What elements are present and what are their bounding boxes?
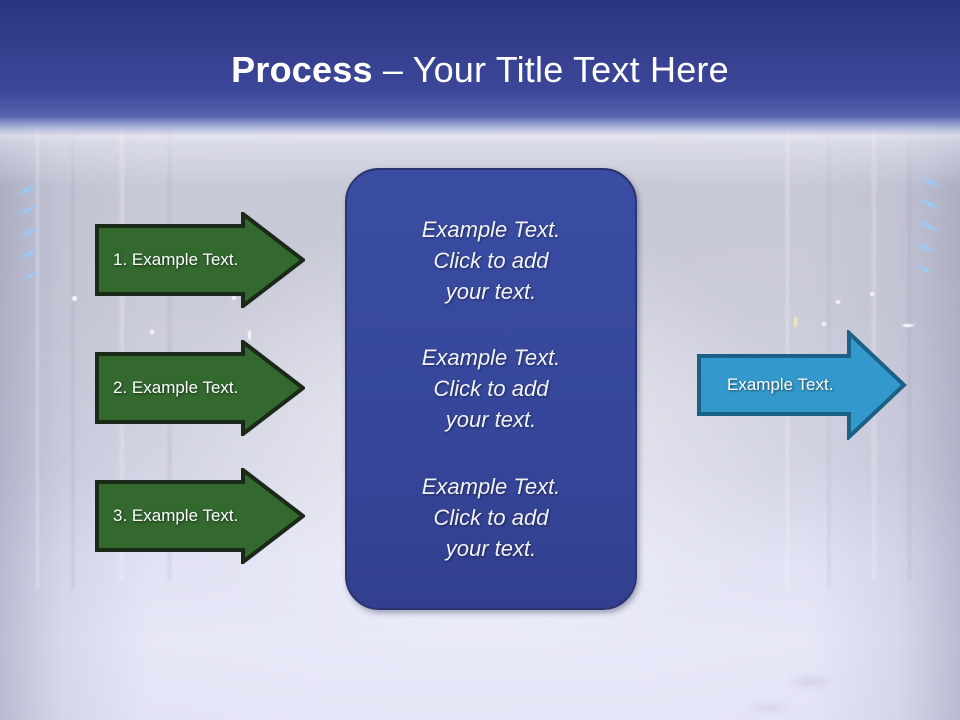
title-rest-part: Your Title Text Here bbox=[412, 49, 729, 90]
background-speck bbox=[150, 330, 154, 334]
process-content-box[interactable]: Example Text. Click to add your text. Ex… bbox=[345, 168, 637, 610]
step-arrow-3-label: 3. Example Text. bbox=[113, 506, 239, 525]
background-floor-tiles bbox=[0, 600, 960, 720]
background-speck bbox=[72, 296, 77, 301]
background-speck bbox=[902, 324, 914, 327]
background-speck bbox=[232, 296, 236, 300]
step-arrow-2-label: 2. Example Text. bbox=[113, 378, 239, 397]
step-arrow-1-label: 1. Example Text. bbox=[113, 250, 239, 269]
output-arrow[interactable]: Example Text. bbox=[697, 330, 907, 440]
step-arrow-3[interactable]: 3. Example Text. bbox=[95, 468, 305, 564]
step-arrow-1[interactable]: 1. Example Text. bbox=[95, 212, 305, 308]
arrow-right-shape-icon bbox=[95, 340, 305, 436]
page-title: Process – Your Title Text Here bbox=[0, 48, 960, 92]
arrow-right-shape-icon bbox=[95, 212, 305, 308]
output-arrow-label: Example Text. bbox=[727, 375, 834, 394]
background-speck bbox=[248, 330, 251, 340]
background-speck bbox=[836, 300, 840, 304]
step-arrow-2[interactable]: 2. Example Text. bbox=[95, 340, 305, 436]
arrow-right-shape-icon bbox=[697, 330, 907, 440]
title-bold-part: Process bbox=[231, 49, 373, 90]
background-speck bbox=[794, 316, 797, 328]
background-speck bbox=[870, 292, 874, 296]
process-paragraph-3: Example Text. Click to add your text. bbox=[421, 474, 561, 562]
background-speck bbox=[822, 322, 826, 326]
process-paragraph-2: Example Text. Click to add your text. bbox=[421, 345, 561, 433]
header-band bbox=[0, 0, 960, 136]
title-separator: – bbox=[372, 49, 413, 90]
arrow-right-shape-icon bbox=[95, 468, 305, 564]
process-paragraph-1: Example Text. Click to add your text. bbox=[421, 216, 561, 304]
